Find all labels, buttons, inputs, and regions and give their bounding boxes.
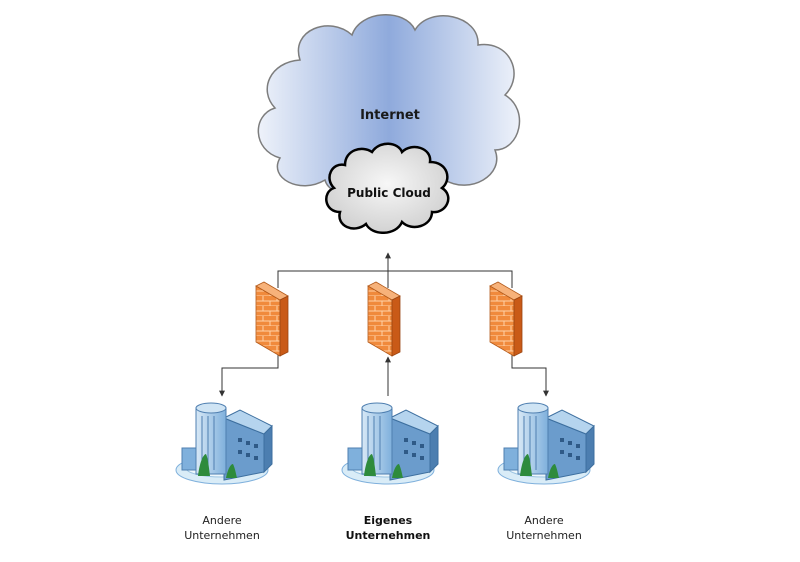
public-cloud-label: Public Cloud (347, 186, 431, 200)
office-building-right-icon (497, 402, 595, 485)
connector-right-down (511, 355, 549, 397)
company-label-right: Andere Unternehmen (494, 513, 594, 543)
company-label-left-line2: Unternehmen (184, 529, 260, 542)
connectors (219, 252, 549, 397)
firewall-center-icon (367, 281, 401, 357)
internet-cloud-icon (257, 14, 521, 197)
company-label-center-line1: Eigenes (363, 514, 413, 527)
company-label-center: Eigenes Unternehmen (338, 513, 438, 543)
office-building-center-icon (341, 402, 439, 485)
company-label-center-line2: Unternehmen (345, 529, 431, 542)
connector-left-down (219, 355, 279, 397)
company-label-right-line1: Andere (524, 514, 564, 527)
public-cloud-icon (325, 142, 450, 234)
connector-top-bus (277, 270, 513, 288)
firewall-right-icon (489, 281, 523, 357)
office-building-left-icon (175, 402, 273, 485)
internet-label: Internet (360, 108, 420, 123)
company-label-left: Andere Unternehmen (172, 513, 272, 543)
company-label-left-line1: Andere (202, 514, 242, 527)
company-label-right-line2: Unternehmen (506, 529, 582, 542)
firewall-left-icon (255, 281, 289, 357)
